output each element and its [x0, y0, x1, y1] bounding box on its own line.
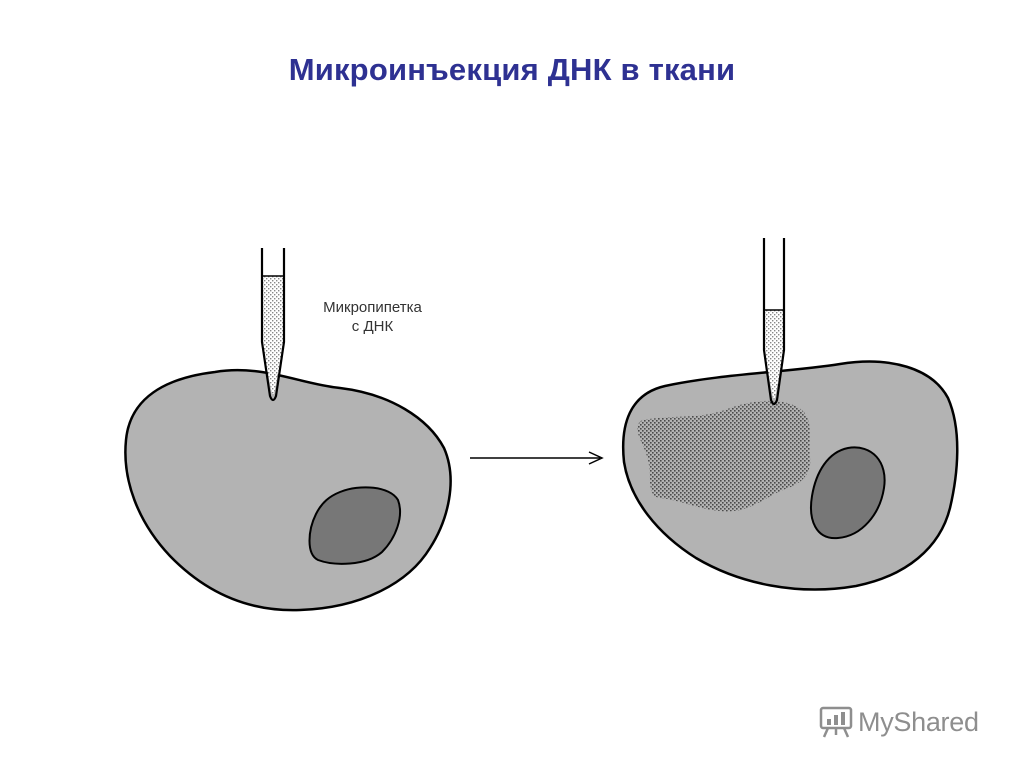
nucleus-after [810, 446, 886, 540]
watermark: MyShared [818, 700, 979, 744]
micropipette-right [762, 238, 786, 406]
transition-arrow [470, 451, 604, 465]
presentation-board-icon [819, 706, 853, 738]
pipette-right-dna-fill [764, 310, 784, 398]
injected-dna-region [637, 400, 811, 512]
cell-before [124, 368, 452, 612]
pipette-label-line1: Микропипетка [323, 299, 422, 316]
pipette-label-line2: с ДНК [351, 318, 394, 335]
nucleus-before [308, 486, 401, 565]
slide-title: Микроинъекция ДНК в ткани [288, 52, 736, 87]
cell-before-membrane [124, 368, 452, 612]
pipette-label: Микропипетка с ДНК [300, 298, 445, 336]
pipette-left-dna-fill [262, 276, 284, 394]
watermark-text: MyShared [858, 706, 979, 737]
cell-after [622, 360, 959, 591]
pipette-left-glass [260, 248, 286, 402]
micropipette-left [260, 248, 286, 402]
pipette-right-glass [762, 238, 786, 406]
